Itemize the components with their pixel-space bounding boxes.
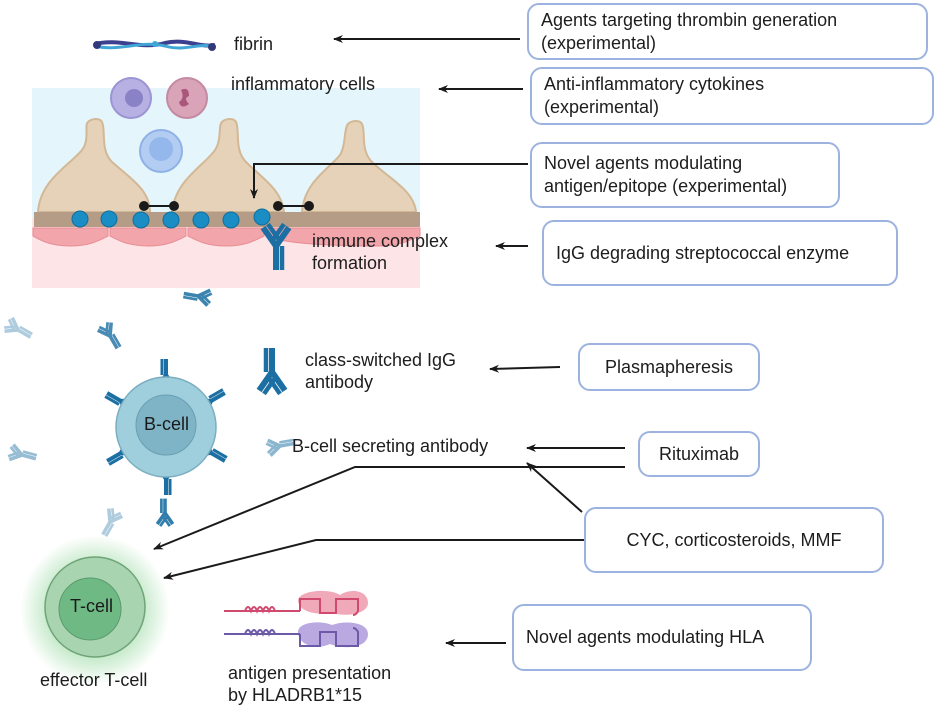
antigen-dots: [71, 208, 271, 229]
floating-antibody-icon: [155, 498, 175, 527]
therapy-text: CYC, corticosteroids, MMF: [626, 529, 842, 550]
igg-antibody-icon: [256, 348, 288, 396]
floating-antibody-icon: [95, 319, 126, 354]
therapy-box-cytokines: Anti-inflammatory cytokines (experimenta…: [530, 67, 934, 125]
arrow-cyc-tcell: [163, 539, 584, 580]
crosslink-connectors: [139, 201, 314, 211]
label-inflammatory-cells: inflammatory cells: [231, 74, 376, 94]
therapy-text: Rituximab: [658, 443, 740, 464]
floating-antibody-icon: [6, 442, 39, 468]
therapy-box-epitope: Novel agents modulating antigen/epitope …: [530, 142, 840, 208]
label-b-cell-secreting: B-cell secreting antibody: [292, 436, 489, 456]
therapy-text: Novel agents modulating HLA: [526, 627, 765, 647]
therapy-box-plasmapheresis: Plasmapheresis: [578, 343, 760, 391]
therapy-text: Anti-inflammatory cytokines (experimenta…: [544, 74, 765, 117]
floating-antibody-icon: [94, 505, 125, 540]
label-antigen-presentation: antigen presentation by HLADRB1*15: [228, 663, 392, 705]
therapy-box-thrombin: Agents targeting thrombin generation (ex…: [527, 3, 928, 60]
arrow-plasmapheresis: [489, 364, 561, 373]
b-cell-label: B-cell: [144, 414, 190, 434]
floating-antibody-icon: [1, 315, 36, 346]
label-fibrin: fibrin: [234, 34, 274, 54]
therapy-text: Novel agents modulating antigen/epitope …: [544, 153, 788, 196]
therapy-box-cyc: CYC, corticosteroids, MMF: [584, 507, 884, 573]
podocytes: [36, 118, 418, 213]
arrows: [153, 35, 625, 647]
fibrin-icon: [93, 39, 216, 51]
arrow-epitope: [250, 163, 528, 199]
t-cell-label: T-cell: [70, 596, 114, 616]
therapy-text: IgG degrading streptococcal enzyme: [556, 242, 850, 263]
therapy-box-rituximab: Rituximab: [638, 431, 760, 477]
label-immune-complex: immune complex formation: [312, 231, 449, 273]
t-cell-icon: [20, 535, 170, 685]
label-class-switched-igg: class-switched IgG antibody: [305, 350, 457, 392]
therapy-box-ides: IgG degrading streptococcal enzyme: [542, 220, 898, 286]
hla-molecule-icon: [224, 590, 368, 648]
arrow-rituximab-tcell: [153, 466, 625, 550]
lymphocyte-icon: [139, 129, 183, 173]
neutrophil-icon: [166, 77, 208, 119]
macrophage-icon: [110, 77, 152, 119]
therapy-text: Agents targeting thrombin generation (ex…: [541, 9, 838, 53]
endothelial-cells: [32, 227, 421, 247]
b-cell-icon: [101, 359, 231, 495]
therapy-box-hla: Novel agents modulating HLA: [512, 604, 812, 671]
arrow-cyc-bcell: [526, 462, 583, 513]
label-effector-t-cell: effector T-cell: [40, 670, 148, 690]
therapy-text: Plasmapheresis: [604, 356, 734, 377]
